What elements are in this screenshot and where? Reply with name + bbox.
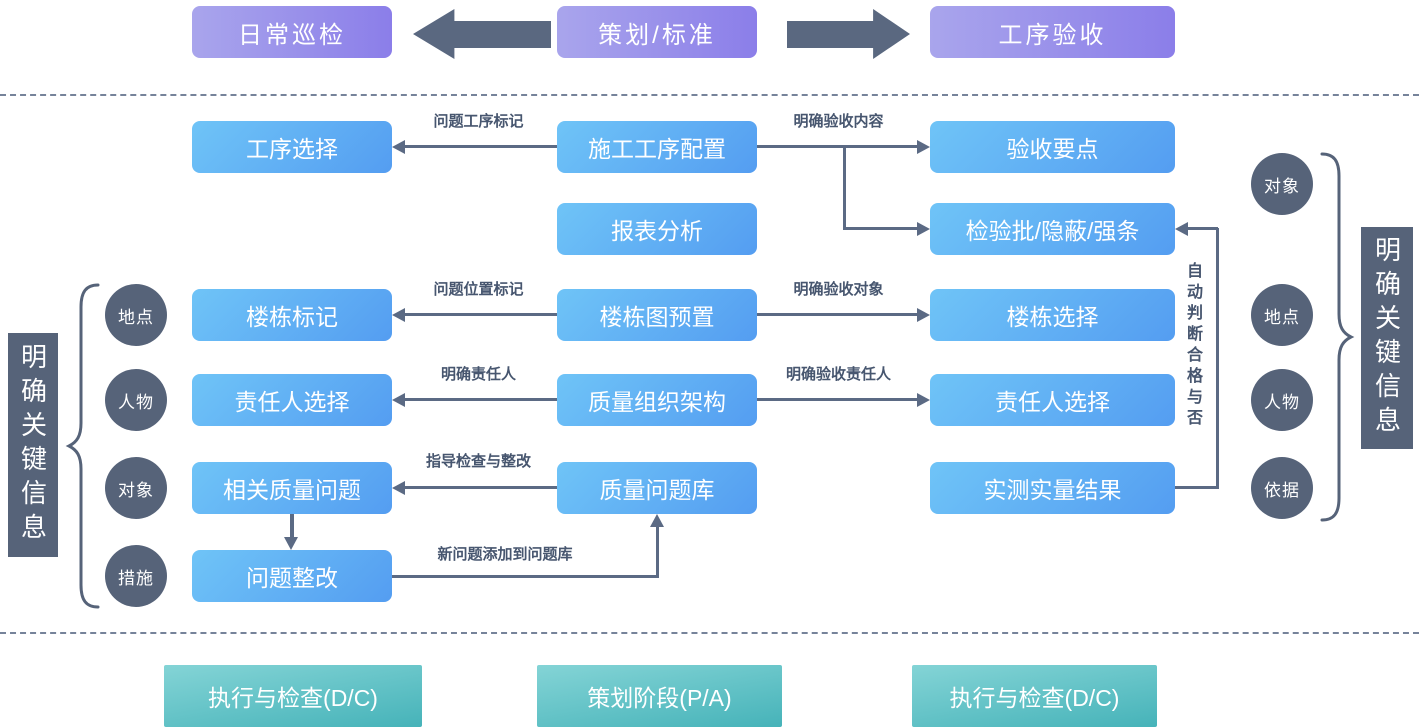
connector [405, 486, 557, 489]
edge-label-auto-judge: 自动判断合格与否 [1184, 262, 1201, 430]
arrowhead-left-icon [392, 140, 405, 154]
node-quality-issue-library: 质量问题库 [557, 462, 757, 514]
arrowhead-left-icon [392, 308, 405, 322]
node-building-map-preset: 楼栋图预置 [557, 289, 757, 341]
left-brace [65, 283, 100, 609]
edge-label-clarify-acceptance-responsible: 明确验收责任人 [785, 366, 891, 383]
arrowhead-left-icon [1175, 222, 1188, 236]
node-inspection-batch: 检验批/隐蔽/强条 [930, 203, 1175, 255]
left-circle-person: 人物 [105, 369, 167, 431]
connector [405, 398, 557, 401]
divider-top [0, 94, 1419, 96]
edge-label-new-issue-to-library: 新问题添加到问题库 [437, 546, 573, 563]
node-construction-process-config: 施工工序配置 [557, 121, 757, 173]
connector [757, 398, 918, 401]
left-circle-location: 地点 [105, 284, 167, 346]
connector [290, 514, 294, 539]
node-building-select: 楼栋选择 [930, 289, 1175, 341]
arrowhead-down-icon [284, 537, 298, 550]
edge-label-clarify-acceptance-content: 明确验收内容 [793, 113, 884, 130]
node-measurement-results: 实测实量结果 [930, 462, 1175, 514]
right-circle-basis: 依据 [1251, 457, 1313, 519]
big-arrow-left-icon [413, 9, 551, 59]
left-key-info-title: 明确关键信息 [8, 333, 58, 557]
edge-label-clarify-acceptance-object: 明确验收对象 [793, 281, 884, 298]
node-quality-org-structure: 质量组织架构 [557, 374, 757, 426]
node-report-analysis: 报表分析 [557, 203, 757, 255]
divider-bottom [0, 632, 1419, 634]
node-issue-rectify: 问题整改 [192, 550, 392, 602]
connector [405, 313, 557, 316]
stage-execute-check-right: 执行与检查(D/C) [912, 665, 1157, 727]
arrowhead-right-icon [917, 393, 930, 407]
right-circle-location: 地点 [1251, 284, 1313, 346]
node-daily-patrol: 日常巡检 [192, 6, 392, 58]
node-process-select: 工序选择 [192, 121, 392, 173]
edge-label-guide-check-rectify: 指导检查与整改 [425, 453, 531, 470]
edge-label-issue-location-mark: 问题位置标记 [433, 281, 524, 298]
arrowhead-left-icon [392, 393, 405, 407]
right-brace [1320, 152, 1355, 522]
node-acceptance-points: 验收要点 [930, 121, 1175, 173]
arrowhead-right-icon [917, 140, 930, 154]
connector [1175, 486, 1219, 489]
connector [843, 147, 846, 230]
edge-label-issue-process-mark: 问题工序标记 [433, 113, 524, 130]
connector [845, 227, 917, 230]
stage-planning: 策划阶段(P/A) [537, 665, 782, 727]
stage-execute-check-left: 执行与检查(D/C) [164, 665, 422, 727]
arrowhead-right-icon [917, 222, 930, 236]
connector [405, 145, 557, 148]
connector [1216, 228, 1219, 489]
connector [757, 145, 918, 148]
connector [1188, 227, 1218, 230]
big-arrow-right-icon [787, 9, 910, 59]
node-process-acceptance: 工序验收 [930, 6, 1175, 58]
right-circle-person: 人物 [1251, 369, 1313, 431]
right-key-info-title: 明确关键信息 [1361, 227, 1413, 449]
arrowhead-right-icon [917, 308, 930, 322]
node-responsible-select-left: 责任人选择 [192, 374, 392, 426]
connector [757, 313, 918, 316]
arrowhead-left-icon [392, 481, 405, 495]
node-building-mark: 楼栋标记 [192, 289, 392, 341]
right-circle-object: 对象 [1251, 153, 1313, 215]
edge-label-clarify-responsible: 明确责任人 [440, 366, 516, 383]
connector [392, 575, 659, 578]
arrowhead-up-icon [650, 514, 664, 527]
left-circle-measure: 措施 [105, 545, 167, 607]
node-related-quality-issues: 相关质量问题 [192, 462, 392, 514]
node-responsible-select-right: 责任人选择 [930, 374, 1175, 426]
node-planning-standard: 策划/标准 [557, 6, 757, 58]
left-circle-object: 对象 [105, 457, 167, 519]
connector [656, 527, 659, 578]
